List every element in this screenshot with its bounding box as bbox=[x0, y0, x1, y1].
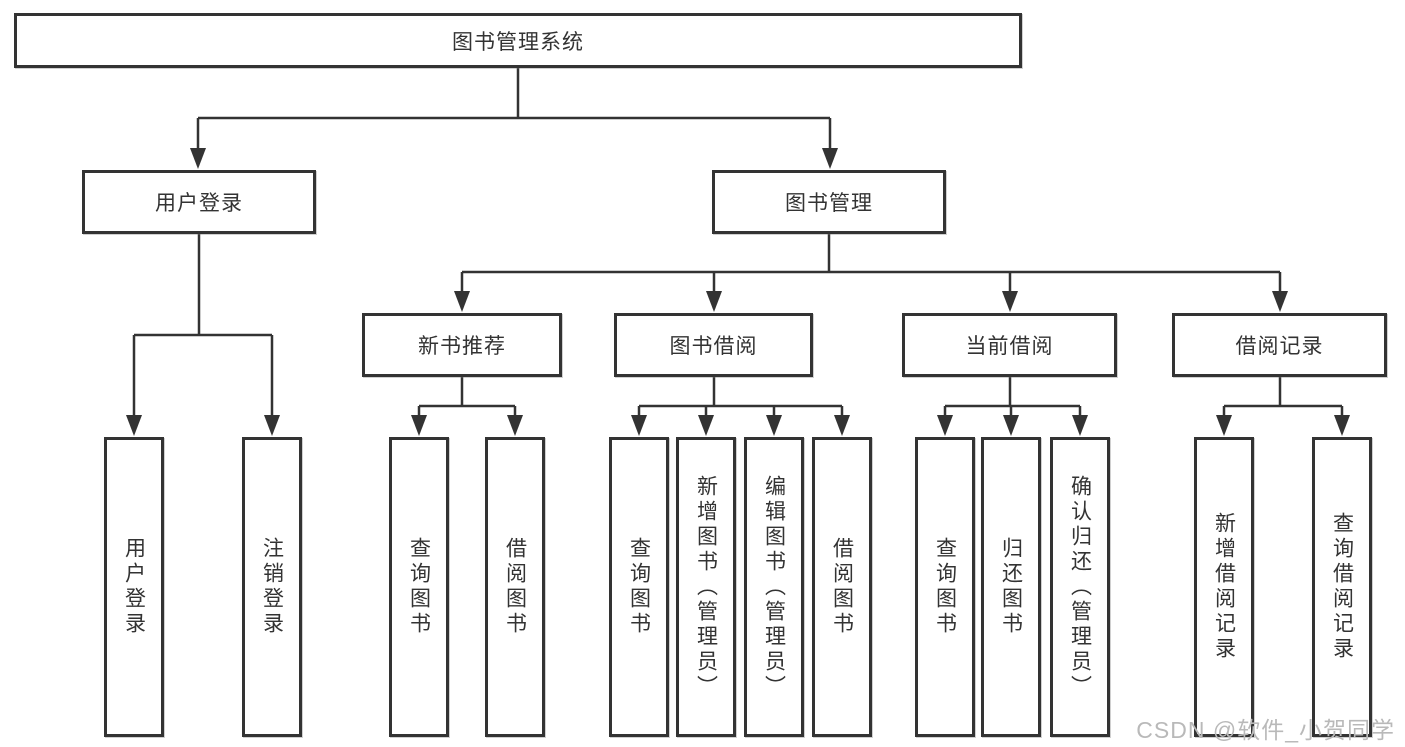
leaf-query-books-current: 查询图书 bbox=[915, 437, 975, 737]
arrow-down-icon bbox=[937, 415, 953, 436]
leaf-query-books-recommend: 查询图书 bbox=[389, 437, 449, 737]
current-borrow-connector bbox=[937, 377, 1088, 436]
node-library-management-system: 图书管理系统 bbox=[14, 13, 1022, 68]
arrow-down-icon bbox=[706, 291, 722, 312]
arrow-down-icon bbox=[454, 291, 470, 312]
arrow-down-icon bbox=[1072, 415, 1088, 436]
leaf-user-login: 用户登录 bbox=[104, 437, 164, 737]
leaf-query-borrow-record: 查询借阅记录 bbox=[1312, 437, 1372, 737]
leaf-add-books-admin: 新增图书（管理员） bbox=[676, 437, 736, 737]
leaf-return-books: 归还图书 bbox=[981, 437, 1041, 737]
book-management-connector bbox=[454, 234, 1288, 312]
leaf-confirm-return-admin: 确认归还（管理员） bbox=[1050, 437, 1110, 737]
arrow-down-icon bbox=[822, 148, 838, 169]
node-borrow-records: 借阅记录 bbox=[1172, 313, 1387, 377]
arrow-down-icon bbox=[126, 415, 142, 436]
arrow-down-icon bbox=[1216, 415, 1232, 436]
leaf-query-books-borrow: 查询图书 bbox=[609, 437, 669, 737]
leaf-add-borrow-record: 新增借阅记录 bbox=[1194, 437, 1254, 737]
arrow-down-icon bbox=[1334, 415, 1350, 436]
arrow-down-icon bbox=[1002, 291, 1018, 312]
borrow-records-connector bbox=[1216, 377, 1350, 436]
arrow-down-icon bbox=[1272, 291, 1288, 312]
leaf-logout: 注销登录 bbox=[242, 437, 302, 737]
node-new-book-recommend: 新书推荐 bbox=[362, 313, 562, 377]
arrow-down-icon bbox=[190, 148, 206, 169]
leaf-edit-books-admin: 编辑图书（管理员） bbox=[744, 437, 804, 737]
arrow-down-icon bbox=[834, 415, 850, 436]
new-book-recommend-connector bbox=[411, 377, 523, 436]
leaf-borrow-books: 借阅图书 bbox=[812, 437, 872, 737]
csdn-watermark: CSDN @软件_小贺同学 bbox=[1136, 717, 1395, 743]
node-book-management-branch: 图书管理 bbox=[712, 170, 946, 234]
arrow-down-icon bbox=[698, 415, 714, 436]
leaf-borrow-books-recommend: 借阅图书 bbox=[485, 437, 545, 737]
arrow-down-icon bbox=[507, 415, 523, 436]
node-current-borrow: 当前借阅 bbox=[902, 313, 1117, 377]
arrow-down-icon bbox=[411, 415, 427, 436]
node-user-login-branch: 用户登录 bbox=[82, 170, 316, 234]
arrow-down-icon bbox=[631, 415, 647, 436]
node-book-borrow: 图书借阅 bbox=[614, 313, 813, 377]
user-login-connector bbox=[126, 234, 280, 436]
arrow-down-icon bbox=[1003, 415, 1019, 436]
root-connector bbox=[190, 68, 838, 169]
arrow-down-icon bbox=[766, 415, 782, 436]
book-borrow-connector bbox=[631, 377, 850, 436]
arrow-down-icon bbox=[264, 415, 280, 436]
